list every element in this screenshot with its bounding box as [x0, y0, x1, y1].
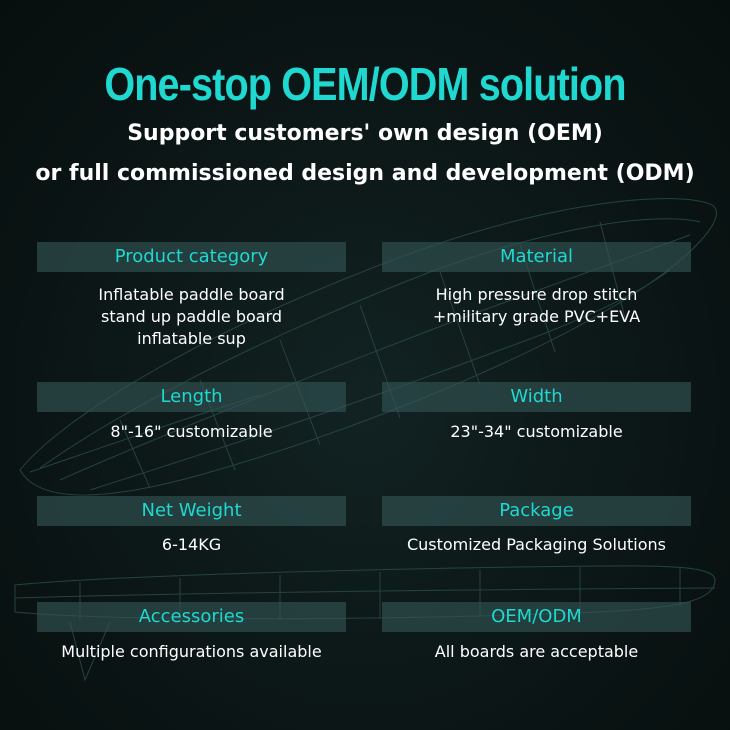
product-category-line: inflatable sup: [137, 329, 246, 348]
net-weight-value: 6-14KG: [161, 535, 222, 554]
product-category-line: Inflatable paddle board: [98, 285, 285, 304]
subtitle-oem: Support customers' own design (OEM): [127, 121, 603, 146]
product-category-value: Inflatable paddle board stand up paddle …: [22, 284, 361, 350]
length-label: Length: [37, 382, 346, 412]
package-value: Customized Packaging Solutions: [406, 535, 667, 554]
material-value: High pressure drop stitch +military grad…: [367, 284, 706, 328]
accessories-label: Accessories: [37, 602, 346, 632]
product-category-line: stand up paddle board: [100, 307, 283, 326]
width-label: Width: [382, 382, 691, 412]
package-label: Package: [382, 496, 691, 526]
length-value: 8"-16" customizable: [110, 422, 273, 441]
net-weight-label: Net Weight: [37, 496, 346, 526]
material-line: +military grade PVC+EVA: [432, 307, 641, 326]
material-line: High pressure drop stitch: [435, 285, 638, 304]
page-title: One-stop OEM/ODM solution: [104, 58, 626, 110]
product-category-label: Product category: [37, 242, 346, 272]
oem-odm-label: OEM/ODM: [382, 602, 691, 632]
accessories-value: Multiple configurations available: [61, 642, 322, 661]
subtitle-odm: or full commissioned design and developm…: [35, 161, 695, 186]
oem-odm-value: All boards are acceptable: [434, 642, 639, 661]
width-value: 23"-34" customizable: [450, 422, 623, 441]
material-label: Material: [382, 242, 691, 272]
